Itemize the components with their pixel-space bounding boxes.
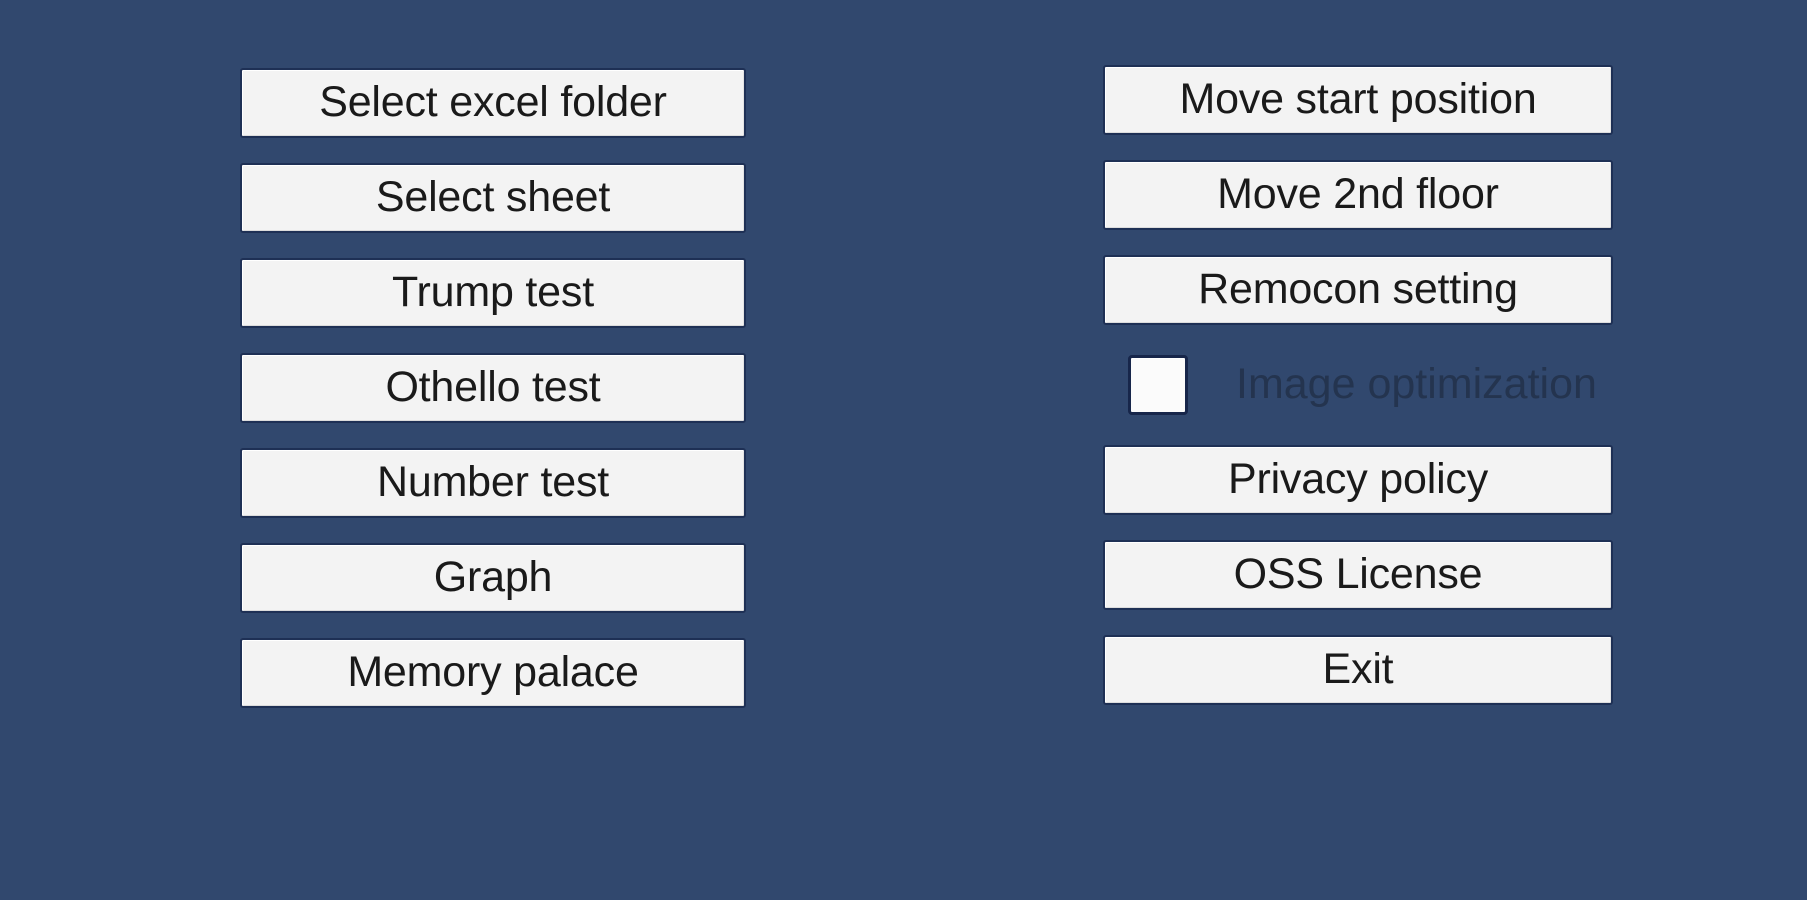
image-optimization-checkbox-row[interactable]: Image optimization <box>1103 350 1613 420</box>
othello-test-button[interactable]: Othello test <box>240 353 746 423</box>
oss-license-button[interactable]: OSS License <box>1103 540 1613 610</box>
move-2nd-floor-button[interactable]: Move 2nd floor <box>1103 160 1613 230</box>
remocon-setting-button[interactable]: Remocon setting <box>1103 255 1613 325</box>
button-label: Number test <box>377 457 609 506</box>
image-optimization-checkbox[interactable] <box>1128 355 1188 415</box>
button-label: Remocon setting <box>1198 264 1518 313</box>
button-label: Move start position <box>1179 74 1537 123</box>
memory-palace-button[interactable]: Memory palace <box>240 638 746 708</box>
move-start-position-button[interactable]: Move start position <box>1103 65 1613 135</box>
exit-button[interactable]: Exit <box>1103 635 1613 705</box>
button-label: Select sheet <box>375 172 611 221</box>
button-label: Privacy policy <box>1227 454 1489 503</box>
button-label: Move 2nd floor <box>1217 169 1499 218</box>
select-excel-folder-button[interactable]: Select excel folder <box>240 68 746 138</box>
button-label: Select excel folder <box>319 77 667 126</box>
number-test-button[interactable]: Number test <box>240 448 746 518</box>
privacy-policy-button[interactable]: Privacy policy <box>1103 445 1613 515</box>
trump-test-button[interactable]: Trump test <box>240 258 746 328</box>
image-optimization-label: Image optimization <box>1236 359 1597 408</box>
graph-button[interactable]: Graph <box>240 543 746 613</box>
button-label: Trump test <box>392 267 594 316</box>
button-label: OSS License <box>1233 549 1483 598</box>
button-label: Graph <box>433 552 553 601</box>
right-button-column: Move start position Move 2nd floor Remoc… <box>1103 65 1613 730</box>
left-button-column: Select excel folder Select sheet Trump t… <box>240 68 746 733</box>
button-label: Othello test <box>385 362 601 411</box>
button-label: Exit <box>1322 644 1394 693</box>
select-sheet-button[interactable]: Select sheet <box>240 163 746 233</box>
button-label: Memory palace <box>347 647 639 696</box>
